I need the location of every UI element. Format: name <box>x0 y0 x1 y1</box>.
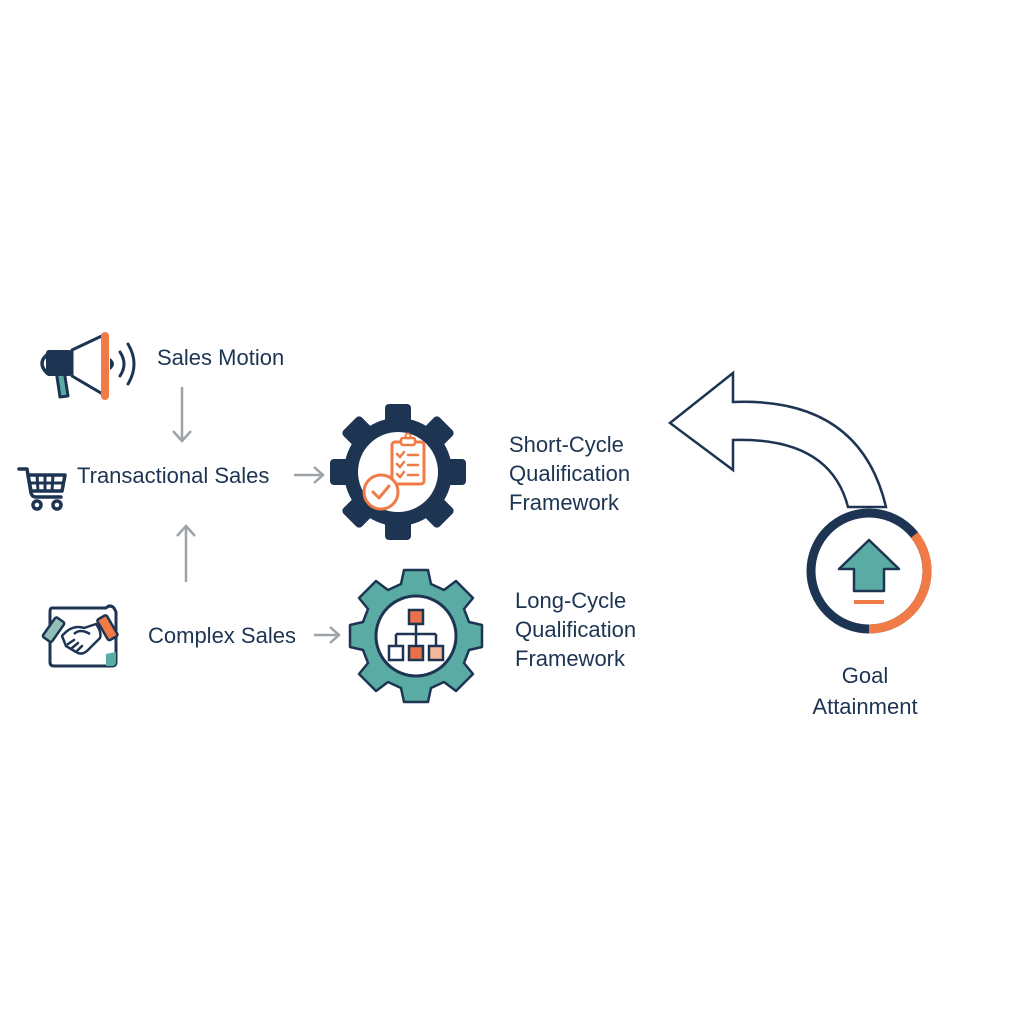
arrow-right-icon <box>292 465 326 485</box>
complex-sales-label: Complex Sales <box>148 623 296 648</box>
arrow-right-icon <box>312 625 342 645</box>
curved-feedback-arrow-icon <box>660 365 900 515</box>
arrow-down-icon <box>170 385 194 445</box>
gear-checklist-icon <box>330 404 466 540</box>
goal-attainment-label: Goal Attainment <box>812 663 918 719</box>
sales-motion-label: Sales Motion <box>157 345 285 370</box>
gear-hierarchy-icon <box>347 567 485 705</box>
target-up-arrow-icon <box>803 505 935 637</box>
transactional-sales-label: Transactional Sales <box>77 463 270 488</box>
megaphone-icon <box>34 330 140 402</box>
long-cycle-label: Long-Cycle Qualification Framework <box>515 588 637 671</box>
shopping-cart-icon <box>17 463 69 513</box>
arrow-up-icon <box>174 522 198 584</box>
short-cycle-label: Short-Cycle Qualification Framework <box>509 432 631 515</box>
handshake-icon <box>41 604 120 670</box>
